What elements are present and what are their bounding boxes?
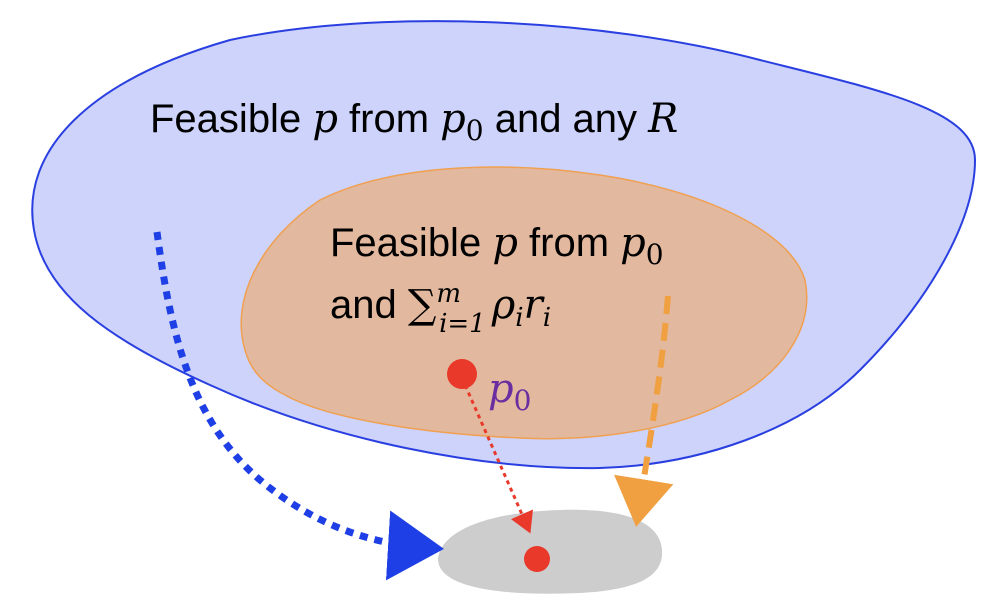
target-point	[524, 546, 550, 572]
inner-label-rho-sub: i	[515, 303, 523, 333]
outer-label-from: from	[338, 97, 440, 141]
inner-label-rho: ρ	[491, 282, 516, 328]
outer-label-prefix: Feasible	[150, 97, 312, 141]
outer-label-var-R: R	[647, 96, 678, 142]
outer-label-p0: p	[440, 96, 466, 142]
blue-dotted-arrow	[153, 231, 444, 581]
inner-label-r: r	[524, 282, 546, 328]
outer-label-p0-sub: 0	[466, 114, 484, 147]
orange-dashed-arrow	[614, 295, 674, 527]
p0-label-base: p	[488, 366, 514, 412]
inner-label-r-sub: i	[543, 303, 551, 333]
inner-label-from: from	[518, 221, 620, 265]
inner-label-sum-sub: i=1	[439, 309, 486, 339]
inner-feasible-region	[240, 166, 808, 440]
p0-label-sub: 0	[514, 384, 532, 417]
outer-label-and-any: and any	[484, 97, 649, 141]
target-region	[438, 509, 663, 594]
inner-label-sum: ∑	[408, 282, 437, 328]
outer-region-label: Feasible p from p0 and any R	[150, 96, 678, 147]
p0-label: p0	[488, 366, 531, 417]
inner-region-label-line1: Feasible p from p0	[330, 220, 664, 271]
p0-point	[447, 359, 477, 389]
inner-label-p0: p	[620, 220, 646, 266]
inner-label-and: and	[330, 283, 408, 327]
outer-label-var-p: p	[312, 96, 338, 142]
inner-label-sum-sup: m	[436, 279, 461, 309]
red-dotted-arrow	[460, 377, 533, 534]
inner-label-prefix: Feasible	[330, 221, 492, 265]
inner-label-var-p: p	[492, 220, 518, 266]
inner-label-p0-sub: 0	[646, 238, 664, 271]
